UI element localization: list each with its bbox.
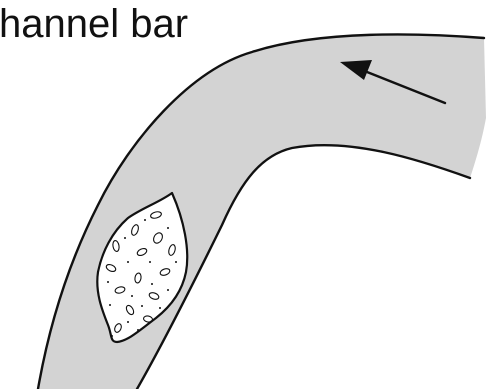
sand-grain	[111, 335, 113, 337]
sand-grain	[127, 321, 129, 323]
sand-grain	[159, 307, 161, 309]
sand-grain	[141, 305, 143, 307]
channel-water	[38, 34, 486, 389]
sand-grain	[167, 289, 169, 291]
sand-grain	[109, 304, 111, 306]
sand-grain	[175, 261, 177, 263]
sand-grain	[124, 237, 126, 239]
river-channel	[38, 34, 486, 389]
sand-grain	[107, 281, 109, 283]
sand-grain	[137, 329, 139, 331]
diagram-title: hannel bar	[0, 2, 188, 46]
sand-grain	[127, 261, 129, 263]
sand-grain	[131, 295, 133, 297]
sand-grain	[167, 227, 169, 229]
sand-grain	[149, 261, 151, 263]
sand-grain	[151, 283, 153, 285]
sand-grain	[144, 219, 146, 221]
